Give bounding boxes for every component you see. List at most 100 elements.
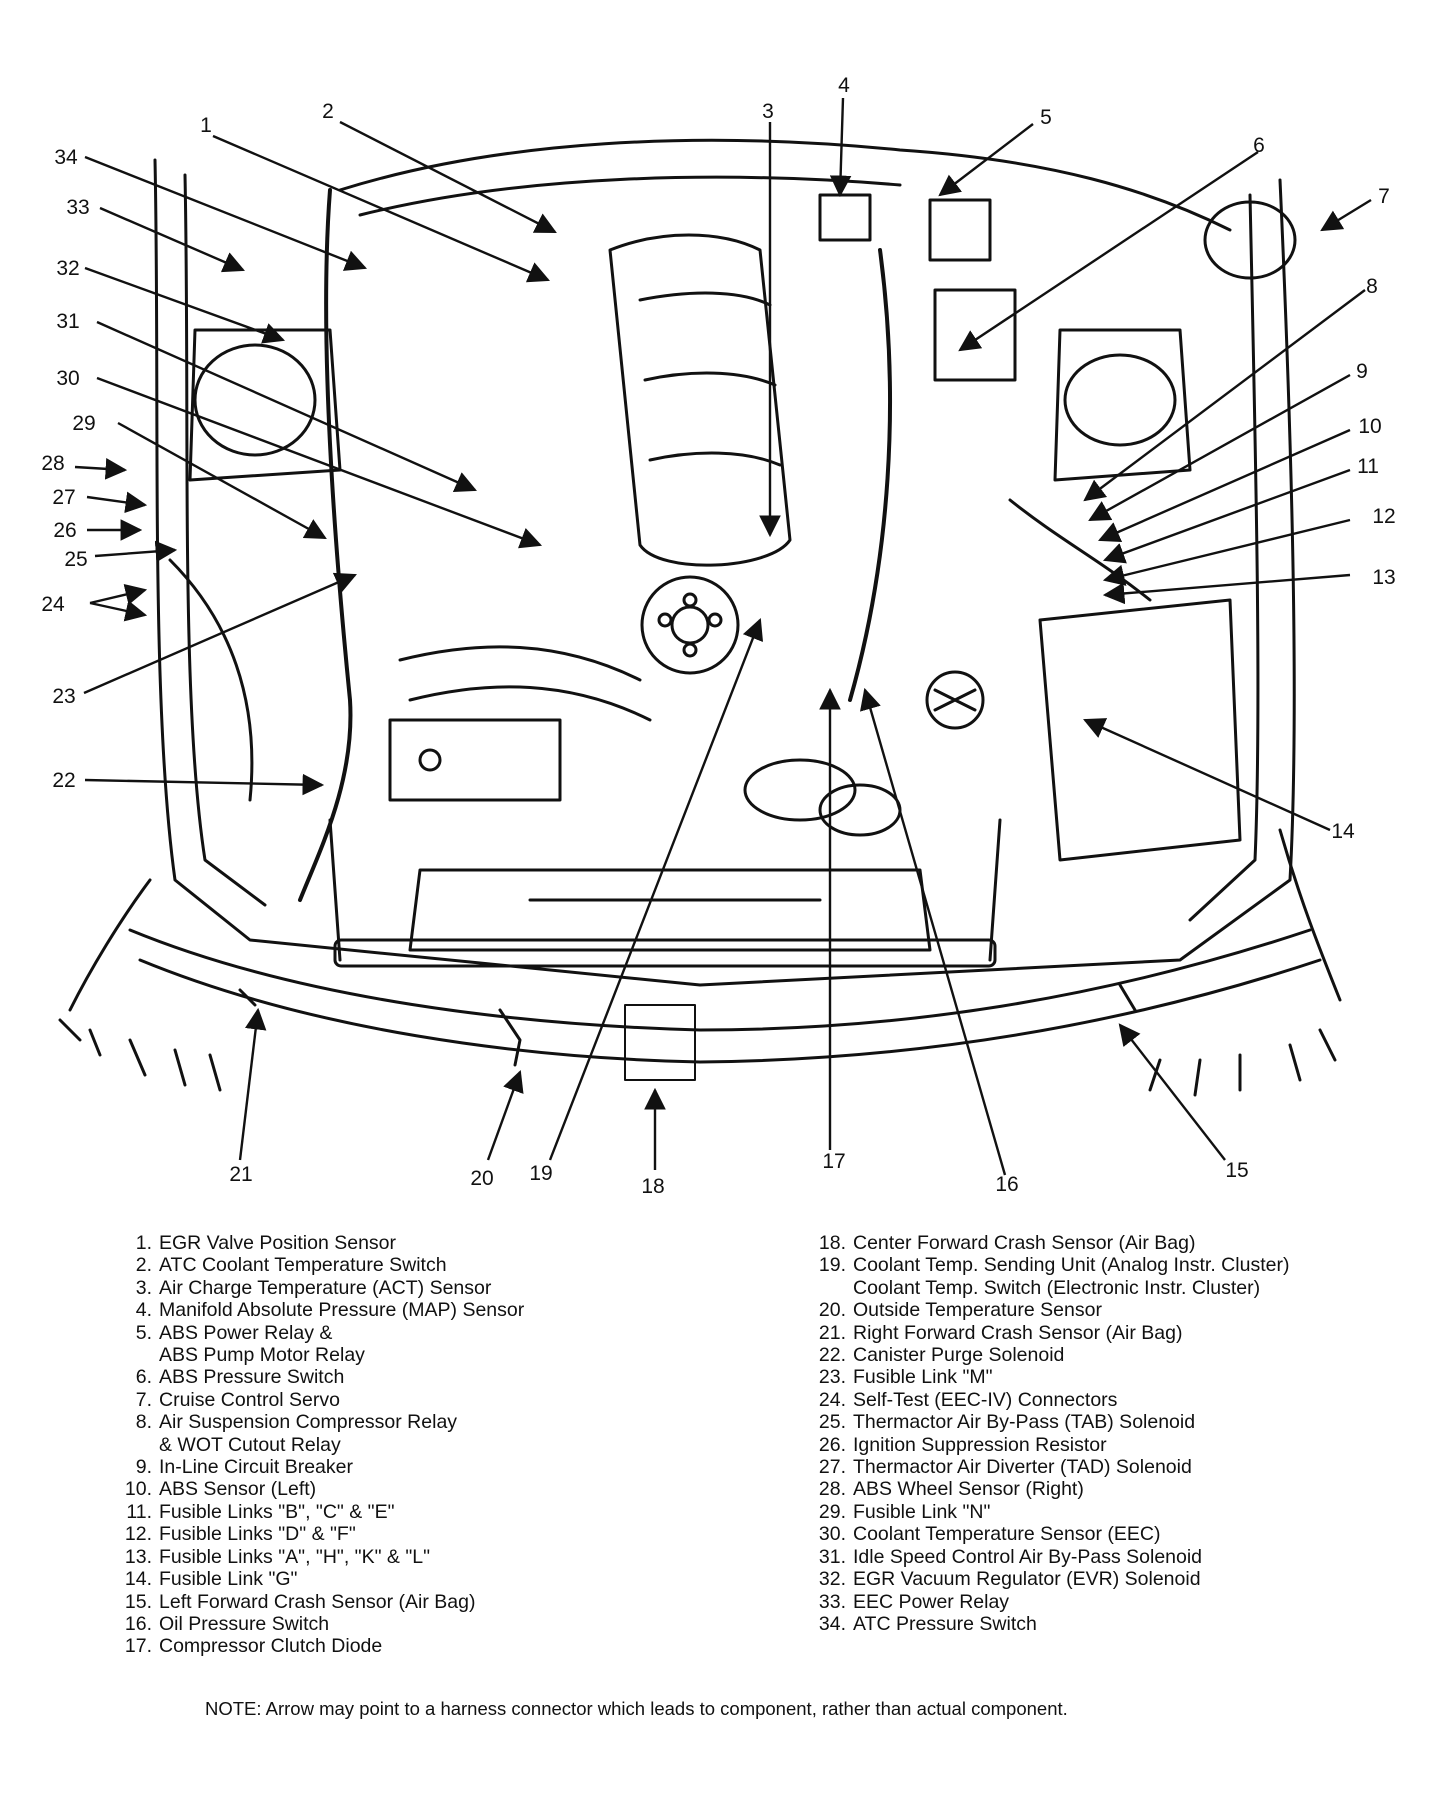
legend-item: 22. Canister Purge Solenoid [812,1344,1289,1366]
callout-3: 3 [762,100,774,123]
legend-number: 21. [818,1321,846,1344]
engine-compartment-diagram: 1 2 3 4 5 6 7 8 9 10 11 12 13 14 15 16 1… [41,74,1395,1198]
callout-8: 8 [1366,275,1378,298]
legend-item: 7.Cruise Control Servo [118,1389,524,1411]
legend-number: 28. [818,1478,846,1501]
callout-10: 10 [1358,415,1381,438]
legend-item: 25.Thermactor Air By-Pass (TAB) Solenoid [812,1411,1289,1433]
callout-21: 21 [229,1163,252,1186]
legend-label: Fusible Links "A", "H", "K" & "L" [159,1545,431,1568]
legend-label: Outside Temperature Sensor [853,1299,1102,1322]
legend-item: 23.Fusible Link "M" [812,1366,1289,1388]
legend-number: 10. [124,1478,152,1501]
legend-number: 22. [818,1344,846,1367]
legend-label: Canister Purge Solenoid [853,1344,1065,1367]
legend-item: 15. Left Forward Crash Sensor (Air Bag) [118,1591,524,1613]
legend-number: 3. [135,1276,152,1299]
legend-label: Manifold Absolute Pressure (MAP) Sensor [159,1299,525,1322]
callout-5: 5 [1040,106,1052,129]
callout-12: 12 [1372,505,1395,528]
legend-item: 10. ABS Sensor (Left) [118,1478,524,1500]
callout-4: 4 [838,74,850,97]
legend-number [118,1434,159,1456]
legend-number: 27. [818,1456,846,1479]
legend-item: ABS Pump Motor Relay [118,1344,524,1366]
legend-item: 14.Fusible Link "G" [118,1568,524,1590]
callout-1: 1 [200,114,212,137]
callout-26: 26 [53,519,76,542]
legend-label: ABS Power Relay & [159,1321,333,1344]
legend-label: Air Suspension Compressor Relay [159,1411,458,1434]
legend-item: 34. ATC Pressure Switch [812,1613,1289,1635]
callout-numbers: 1 2 3 4 5 6 7 8 9 10 11 12 13 14 15 16 1… [41,74,1395,1198]
legend-label: ABS Pressure Switch [159,1366,345,1389]
note-text: NOTE: Arrow may point to a harness conne… [205,1698,1068,1719]
legend-number: 26. [818,1433,846,1456]
legend-label: ABS Sensor (Left) [159,1478,317,1501]
legend-label: Fusible Links "B", "C" & "E" [159,1500,395,1523]
legend-number: 29. [818,1500,846,1523]
legend-item: 6.ABS Pressure Switch [118,1366,524,1388]
legend-item: & WOT Cutout Relay [118,1434,524,1456]
callout-32: 32 [56,257,79,280]
legend-number: 9. [135,1456,152,1479]
legend-label: Right Forward Crash Sensor (Air Bag) [853,1321,1183,1344]
legend-item: 19.Coolant Temp. Sending Unit (Analog In… [812,1254,1290,1276]
legend-label: & WOT Cutout Relay [159,1433,341,1456]
callout-16: 16 [995,1173,1018,1196]
legend-item: 17.Compressor Clutch Diode [118,1635,524,1657]
legend-label: ATC Pressure Switch [853,1612,1037,1635]
legend-number: 15. [124,1590,152,1613]
legend-number: 16. [124,1612,152,1635]
legend-label: Fusible Links "D" & "F" [159,1523,356,1546]
legend-label: EGR Valve Position Sensor [159,1232,396,1254]
legend-item: 2. ATC Coolant Temperature Switch [118,1254,524,1276]
callout-leaders [74,97,1372,1176]
legend-label: Coolant Temperature Sensor (EEC) [853,1523,1161,1546]
legend-left: 1. EGR Valve Position Sensor 2. ATC Coolant… [118,1232,524,1658]
legend-label: Center Forward Crash Sensor (Air Bag) [853,1232,1196,1254]
legend-number: 2. [135,1254,152,1277]
legend-item: 9.In-Line Circuit Breaker [118,1456,524,1478]
legend-label: Compressor Clutch Diode [159,1635,383,1658]
callout-14: 14 [1331,820,1355,843]
legend-item: 30. Coolant Temperature Sensor (EEC) [812,1523,1289,1545]
legend-item: 4.Manifold Absolute Pressure (MAP) Senso… [118,1299,525,1322]
callout-27: 27 [52,486,75,509]
callout-34: 34 [54,146,78,169]
legend-item: 18.Center Forward Crash Sensor (Air Bag) [812,1232,1289,1254]
legend-label: Fusible Link "M" [853,1366,993,1389]
callout-33: 33 [66,196,89,219]
legend-number: 20. [818,1299,846,1322]
legend-label: ATC Coolant Temperature Switch [159,1254,447,1277]
legend-label: Oil Pressure Switch [159,1612,330,1635]
legend-number [118,1344,159,1366]
callout-9: 9 [1356,360,1368,383]
legend-item: 29. Fusible Link "N" [812,1501,1289,1523]
callout-18: 18 [641,1175,664,1198]
callout-30: 30 [56,367,79,390]
engine-line-art [58,138,1342,1097]
legend-item: 33.EEC Power Relay [812,1591,1289,1613]
callout-2: 2 [322,100,334,123]
legend-item: 31.Idle Speed Control Air By-Pass Soleno… [812,1546,1289,1568]
legend-label: Fusible Link "N" [853,1500,991,1523]
legend-item: 5. ABS Power Relay & [118,1322,524,1344]
legend-label: Thermactor Air Diverter (TAD) Solenoid [853,1456,1192,1479]
callout-13: 13 [1372,566,1395,589]
legend-label: ABS Pump Motor Relay [159,1344,365,1367]
legend-number: 32. [818,1568,846,1591]
legend-label: Fusible Link "G" [159,1568,298,1591]
legend-item: 8.Air Suspension Compressor Relay [118,1411,524,1433]
legend-number: 34. [818,1612,846,1635]
callout-6: 6 [1253,134,1265,157]
legend-number: 30. [818,1523,846,1546]
callout-24: 24 [41,593,65,616]
legend-item: 26.Ignition Suppression Resistor [812,1434,1289,1456]
legend-number: 5. [135,1321,152,1344]
legend-number: 1. [135,1232,152,1254]
legend-label: Cruise Control Servo [159,1388,340,1411]
legend-label: Air Charge Temperature (ACT) Sensor [159,1276,492,1299]
legend-label: Left Forward Crash Sensor (Air Bag) [159,1590,476,1613]
legend-item: 12.Fusible Links "D" & "F" [118,1523,524,1545]
